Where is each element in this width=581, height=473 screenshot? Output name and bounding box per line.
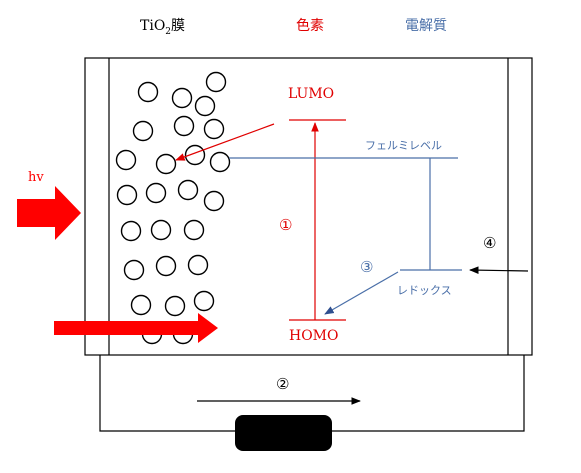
tio2-particle bbox=[155, 255, 177, 277]
tio2-particle bbox=[130, 294, 152, 316]
tio2-particle bbox=[132, 120, 154, 142]
step2-label: ② bbox=[276, 375, 289, 393]
tio2-particle bbox=[155, 153, 177, 175]
tio2-particle bbox=[177, 179, 199, 201]
tio2-particle bbox=[205, 71, 227, 93]
tio2-particle bbox=[193, 290, 215, 312]
tio2-particles bbox=[115, 71, 231, 345]
lumo-label: LUMO bbox=[288, 86, 334, 102]
regeneration-arrow bbox=[324, 271, 399, 315]
fermi-level-label: フェルミレベル bbox=[365, 139, 442, 152]
tio2-particle bbox=[123, 259, 145, 281]
tio2-particle bbox=[150, 219, 172, 241]
tio2-particle bbox=[203, 190, 225, 212]
light-arrow-bottom bbox=[54, 313, 218, 343]
counter-electrode-arrow bbox=[469, 266, 529, 274]
tio2-particle bbox=[115, 149, 137, 171]
tio2-particle bbox=[203, 118, 225, 140]
tio2-particle bbox=[184, 144, 206, 166]
tio2-particle bbox=[145, 182, 167, 204]
tio2-particle bbox=[116, 184, 138, 206]
cell-outline bbox=[84, 57, 533, 356]
light-label: hv bbox=[28, 170, 44, 185]
load-box bbox=[235, 415, 332, 451]
light-arrow-left bbox=[17, 186, 81, 240]
tio2-particle bbox=[120, 220, 142, 242]
tio2-particle bbox=[173, 115, 195, 137]
tio2-particle bbox=[194, 95, 216, 117]
tio2-particle bbox=[183, 219, 205, 241]
electrolyte-label: 電解質 bbox=[405, 18, 447, 34]
step3-label: ③ bbox=[360, 258, 373, 276]
dye-label: 色素 bbox=[296, 17, 324, 34]
tio2-particle bbox=[164, 295, 186, 317]
redox-label: レドックス bbox=[397, 284, 452, 297]
tio2-particle bbox=[137, 81, 159, 103]
step1-label: ① bbox=[279, 216, 292, 234]
electron-injection-arrow bbox=[175, 123, 275, 161]
tio2-film-label: TiO2膜 bbox=[140, 18, 185, 37]
homo-label: HOMO bbox=[289, 328, 339, 344]
tio2-particle bbox=[209, 151, 231, 173]
tio2-particle bbox=[171, 87, 193, 109]
step4-label: ④ bbox=[483, 234, 496, 252]
tio2-particle bbox=[187, 254, 209, 276]
